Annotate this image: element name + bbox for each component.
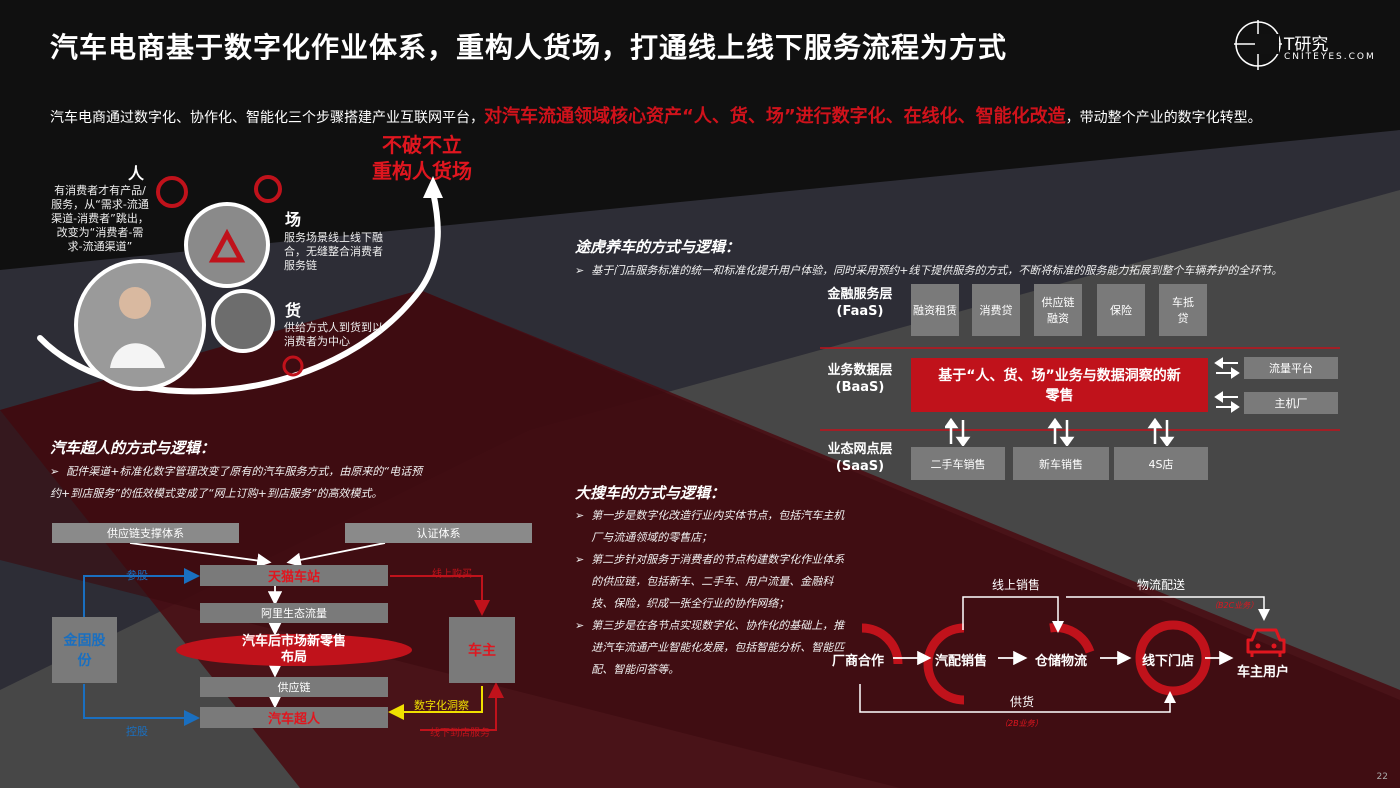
baas-core-box: 基于“人、货、场”业务与数据洞察的新零售 [911,358,1208,412]
owner-box: 车主 [449,617,515,683]
online-sales-label: 线上销售 [992,578,1041,592]
arc-arrow-icon [423,176,443,198]
goods-desc: 供给方式人到货到以消费者为中心 [284,321,383,348]
page-title: 汽车电商基于数字化作业体系，重构人货场，打通线上线下服务流程为方式 [50,31,1008,64]
saas-item: 新车销售 [1013,447,1109,480]
people-desc: 有消费者才有产品/服务，从“需求-流通渠道-消费者”跳出，改变为“消费者-需求-… [51,184,149,253]
side-item-traffic: 流量平台 [1244,357,1338,379]
intro-highlight: 对汽车流通领域核心资产“人、货、场”进行数字化、在线化、智能化改造 [484,106,1066,127]
people-goods-place-graphic [37,175,443,395]
slogan: 不破不立 重构人货场 [372,132,472,184]
flow-node: 车主用户 [1237,665,1290,680]
chaoren-bullet-text: 配件渠道+标准化数字管理改变了原有的汽车服务方式，由原来的“电话预约+到店服务”… [50,465,423,500]
b2c-label: （B2C业务） [1210,601,1259,610]
flow-node: 仓储物流 [1035,654,1088,669]
tmall-station-box: 天猫车站 [200,565,388,586]
supply-label: 供货 [1010,695,1035,709]
faas-item: 融资租赁 [911,284,959,336]
logo-icon [1234,20,1282,70]
tuhu-bullet: ➢ 基于门店服务标准的统一和标准化提升用户体验，同时采用预约+线下提供服务的方式… [575,264,1283,277]
saas-item: 二手车销售 [911,447,1005,480]
bidirectional-arrows-icon [1214,357,1240,413]
faas-item: 保险 [1097,284,1145,336]
dasouche-bullet-text: 第三步是在各节点实现数字化、协作化的基础上，推进汽车流通产业智能化发展，包括智能… [591,619,845,676]
online-buy-label: 线上购买 [432,569,472,580]
layer-baas: 业务数据层 (BaaS) [815,362,905,396]
intro-paragraph: 汽车电商通过数字化、协作化、智能化三个步骤搭建产业互联网平台，对汽车流通领域核心… [50,103,1360,132]
chaoren-box: 汽车超人 [200,707,388,728]
stake-label: 参股 [126,569,148,582]
intro-part2: ，带动整个产业的数字化转型。 [1065,110,1262,126]
dasouche-title: 大搜车的方式与逻辑： [575,484,726,502]
jingu-box: 金固股份 [52,617,117,683]
red-ring-icon [254,175,282,203]
chaoren-title: 汽车超人的方式与逻辑： [50,439,216,457]
place-photo [184,202,270,288]
dasouche-bullet: ➢ 第二步针对服务于消费者的节点构建数字化作业体系的供应链，包括新车、二手车、用… [575,549,845,615]
warning-triangle-icon [208,228,246,263]
control-label: 控股 [126,725,148,738]
red-ring-icon [282,355,304,377]
goods-photo [211,289,275,353]
side-item-oem: 主机厂 [1244,392,1338,414]
layer-faas: 金融服务层 (FaaS) [815,286,905,320]
people-photo [74,259,206,391]
people-title: 人 [128,164,145,183]
chaoren-connectors [83,542,504,731]
logo-en: CNITEYES.COM [1284,52,1376,62]
intro-part1: 汽车电商通过数字化、协作化、智能化三个步骤搭建产业互联网平台， [50,110,484,126]
digital-label: 数字化洞察 [414,699,469,712]
ali-flow-box: 阿里生态流量 [200,603,388,623]
red-ring-icon [156,176,188,208]
tuhu-title: 途虎养车的方式与逻辑： [575,238,741,256]
offline-service-label: 线下到店服务 [430,728,490,739]
dasouche-bullet-text: 第一步是数字化改造行业内实体节点，包括汽车主机厂与流通领域的零售店； [591,509,845,544]
dasouche-bullet-text: 第二步针对服务于消费者的节点构建数字化作业体系的供应链，包括新车、二手车、用户流… [591,553,845,610]
dasouche-bullets: ➢ 第一步是数字化改造行业内实体节点，包括汽车主机厂与流通领域的零售店； ➢ 第… [575,505,845,681]
logo-cn: T研究 [1284,35,1329,55]
saas-item: 4S店 [1114,447,1208,480]
flow-node: 厂商合作 [832,654,885,669]
chaoren-bullet: ➢ 配件渠道+标准化数字管理改变了原有的汽车服务方式，由原来的“电话预约+到店服… [50,465,423,500]
faas-item: 消费贷 [972,284,1020,336]
brand-logo: T研究 CNITEYES.COM [1228,14,1378,74]
vertical-arrows-icon [945,418,1175,446]
layer-saas: 业态网点层 (SaaS) [815,441,905,475]
goods-title: 货 [285,301,302,320]
logistics-label: 物流配送 [1137,578,1186,592]
dasouche-bullet: ➢ 第三步是在各节点实现数字化、协作化的基础上，推进汽车流通产业智能化发展，包括… [575,615,845,681]
supply-system-box: 供应链支撑体系 [52,523,239,543]
aftermarket-ellipse: 汽车后市场新零售布局 [176,634,412,666]
layer-baas-abbr: (BaaS) [835,380,885,395]
layer-saas-name: 业态网点层 [827,442,893,457]
slogan-line1: 不破不立 [382,133,462,157]
flow-node: 汽配销售 [935,654,988,669]
place-desc: 服务场景线上线下融合，无缝整合消费者服务链 [284,231,383,272]
dasouche-bullet: ➢ 第一步是数字化改造行业内实体节点，包括汽车主机厂与流通领域的零售店； [575,505,845,549]
supply-chain-box: 供应链 [200,677,388,697]
person-body-icon [110,343,165,368]
layer-faas-name: 金融服务层 [827,287,893,302]
page-number: 22 [1376,772,1388,782]
place-title: 场 [285,210,302,229]
cert-system-box: 认证体系 [345,523,532,543]
tuhu-bullet-text: 基于门店服务标准的统一和标准化提升用户体验，同时采用预约+线下提供服务的方式，不… [591,264,1283,277]
person-icon [119,287,151,319]
tuhu-lines [820,347,1340,431]
layer-saas-abbr: (SaaS) [835,459,885,474]
flow-node: 线下门店 [1142,654,1195,669]
faas-item: 供应链融资 [1034,284,1082,336]
dasouche-flow [859,596,1270,713]
layer-baas-name: 业务数据层 [827,363,893,378]
slogan-line2: 重构人货场 [372,159,472,183]
b2b-label: （2B业务） [1000,719,1043,728]
layer-faas-abbr: (FaaS) [836,304,884,319]
car-owner-icon [1246,628,1286,657]
faas-item: 车抵贷 [1159,284,1207,336]
